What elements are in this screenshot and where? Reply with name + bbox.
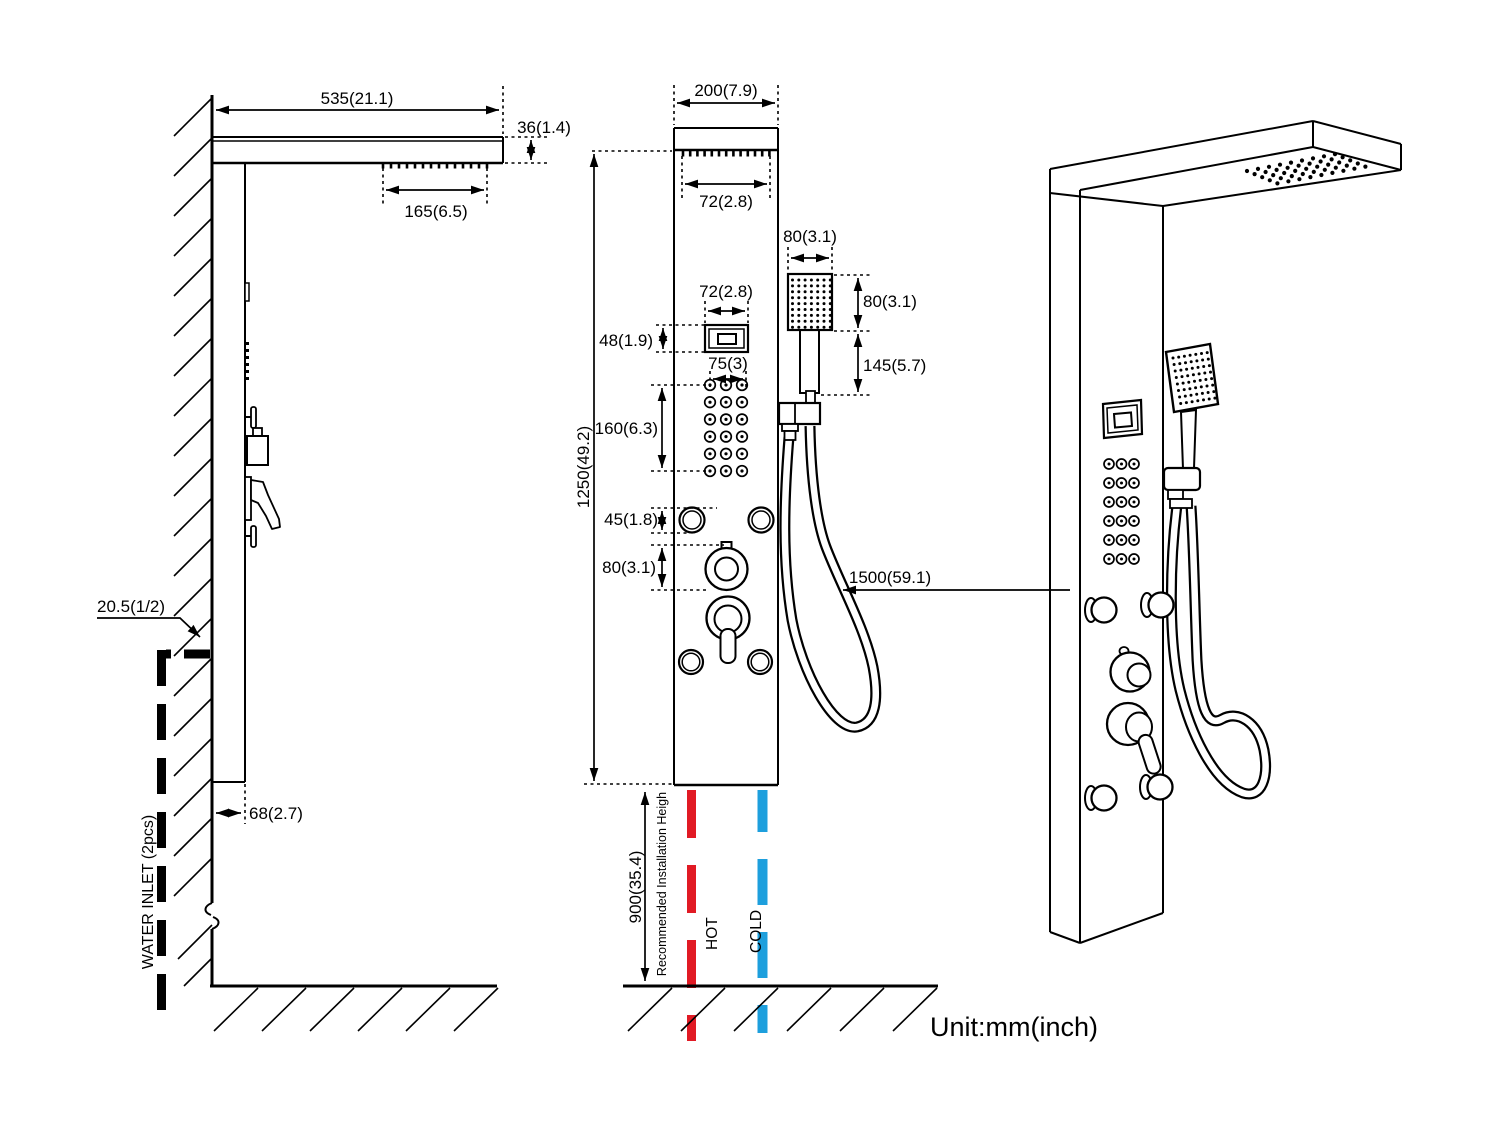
hose-nut-lower <box>783 430 797 441</box>
dim-handshower-width: 80(3.1) <box>783 227 837 271</box>
dim-jet-width-label: 75(3) <box>708 354 748 373</box>
waterfall-nozzle-teeth <box>381 163 489 169</box>
dim-handshower-handle-height: 145(5.7) <box>821 334 926 396</box>
hose-nut-iso <box>1167 489 1184 500</box>
hose-inner-iso <box>1168 504 1269 798</box>
handshower-handle <box>799 329 820 394</box>
dim-panel-height: 1250(49.2) <box>574 150 672 785</box>
dim-diverter-height-label: 80(3.1) <box>602 558 656 577</box>
rain-head-nozzles-iso <box>1244 152 1368 186</box>
shower-bracket <box>777 401 822 426</box>
dim-display-height: 48(1.9) <box>599 324 704 353</box>
panel-front <box>673 127 779 787</box>
handshower-nozzles-iso <box>1171 351 1217 405</box>
body-jets-iso <box>1103 458 1140 565</box>
body-jets-front <box>703 378 749 478</box>
dim-hose-length-label: 1500(59.1) <box>849 568 931 587</box>
spout-arm-profile <box>212 136 504 169</box>
dim-panel-width: 200(7.9) <box>673 81 779 125</box>
dim-arm-length: 535(21.1) <box>216 86 504 134</box>
water-inlet-pipe <box>157 649 210 1018</box>
install-note-label: Recommended Installation Heigh <box>655 792 669 976</box>
dim-display-width: 72(2.8) <box>699 282 753 323</box>
dim-knob-row-height: 45(1.8) <box>604 507 717 534</box>
jet-knob-bottom-left <box>677 648 705 676</box>
dim-install-height-label: 900(35.4) <box>626 851 645 924</box>
dim-handshower-handle-height-label: 145(5.7) <box>863 356 926 375</box>
display-front <box>703 323 750 354</box>
side-view: 535(21.1) 36(1.4) 165(6.5) 20.5(1/2) 68(… <box>97 86 571 1032</box>
hand-shower-front <box>777 272 882 733</box>
dim-knob-row-height-label: 45(1.8) <box>604 510 658 529</box>
dim-diverter-height: 80(3.1) <box>602 544 724 591</box>
dim-waterfall-width-label: 72(2.8) <box>699 192 753 211</box>
cold-label: COLD <box>748 910 765 953</box>
iso-view <box>1049 120 1402 944</box>
unit-label: Unit:mm(inch) <box>930 1012 1098 1042</box>
floor-front <box>623 984 938 1032</box>
dim-handshower-head-height: 80(3.1) <box>834 274 917 332</box>
jet-knob-iso-top-left <box>1084 596 1118 624</box>
dim-handshower-head-height-label: 80(3.1) <box>863 292 917 311</box>
diverter-iso <box>1109 646 1152 693</box>
floor-left <box>210 984 499 1032</box>
floor-hatch-front <box>627 987 938 1032</box>
dim-waterfall-length: 165(6.5) <box>382 168 488 221</box>
handshower-head-iso <box>1164 342 1220 414</box>
hose-inner <box>781 425 879 731</box>
jet-knob-iso-bottom-right <box>1139 773 1174 801</box>
shower-bracket-iso <box>1162 466 1202 492</box>
handshower-handle-iso <box>1179 408 1198 471</box>
knob-profile-upper <box>245 406 257 429</box>
hot-label: HOT <box>704 917 721 950</box>
dim-inlet-size-label: 20.5(1/2) <box>97 597 165 616</box>
dim-arm-length-label: 535(21.1) <box>321 89 394 108</box>
display-profile <box>244 282 250 302</box>
wall-hatch <box>173 97 213 987</box>
water-inlet-label: WATER INLET (2pcs) <box>140 815 157 969</box>
dim-handshower-width-label: 80(3.1) <box>783 227 837 246</box>
dim-inlet-size: 20.5(1/2) <box>97 597 201 638</box>
dim-bottom-clearance-label: 68(2.7) <box>249 804 303 823</box>
mixer-iso <box>1105 701 1162 775</box>
dim-jet-width: 75(3) <box>708 354 748 387</box>
hose-nut <box>781 423 799 432</box>
panel-profile <box>213 163 281 783</box>
diverter-profile <box>246 427 269 466</box>
hand-shower-iso <box>1162 342 1272 800</box>
mixer-front <box>705 595 751 664</box>
display-iso <box>1101 398 1144 440</box>
dim-waterfall-length-label: 165(6.5) <box>404 202 467 221</box>
iso-panel-and-arm <box>1049 120 1402 944</box>
dim-panel-height-label: 1250(49.2) <box>574 426 593 508</box>
jet-knob-iso-top-right <box>1140 591 1175 619</box>
jet-knob-top-left <box>678 506 706 534</box>
waterfall-nozzle-teeth-front <box>681 151 771 157</box>
jet-knob-bottom-right <box>746 648 774 676</box>
dim-display-height-label: 48(1.9) <box>599 331 653 350</box>
jet-knob-iso-bottom-left <box>1084 784 1118 812</box>
mixer-handle-profile <box>244 476 281 530</box>
floor-hatch <box>213 987 499 1032</box>
diverter-front <box>704 541 749 592</box>
dim-hose-length: 1500(59.1) <box>843 568 1070 595</box>
handshower-nozzles <box>791 278 832 329</box>
dim-arm-thickness-label: 36(1.4) <box>517 118 571 137</box>
dim-arm-thickness: 36(1.4) <box>505 118 571 164</box>
hose-nut-lower-iso <box>1169 498 1193 509</box>
dim-jet-height: 160(6.3) <box>595 384 708 472</box>
dim-panel-width-label: 200(7.9) <box>694 81 757 100</box>
wall-section <box>173 95 220 987</box>
dim-jet-height-label: 160(6.3) <box>595 419 658 438</box>
dim-bottom-clearance: 68(2.7) <box>216 784 303 824</box>
dim-install-height: 900(35.4) Recommended Installation Heigh <box>626 792 669 981</box>
front-view: HOT COLD 200(7.9) <box>574 81 1070 1041</box>
dim-display-width-label: 72(2.8) <box>699 282 753 301</box>
knob-profile-lower <box>245 525 257 548</box>
hose-outline-iso <box>1165 504 1272 800</box>
supply-pipes: HOT COLD <box>687 790 768 1041</box>
jet-knob-top-right <box>747 506 775 534</box>
dim-waterfall-width: 72(2.8) <box>681 156 771 211</box>
